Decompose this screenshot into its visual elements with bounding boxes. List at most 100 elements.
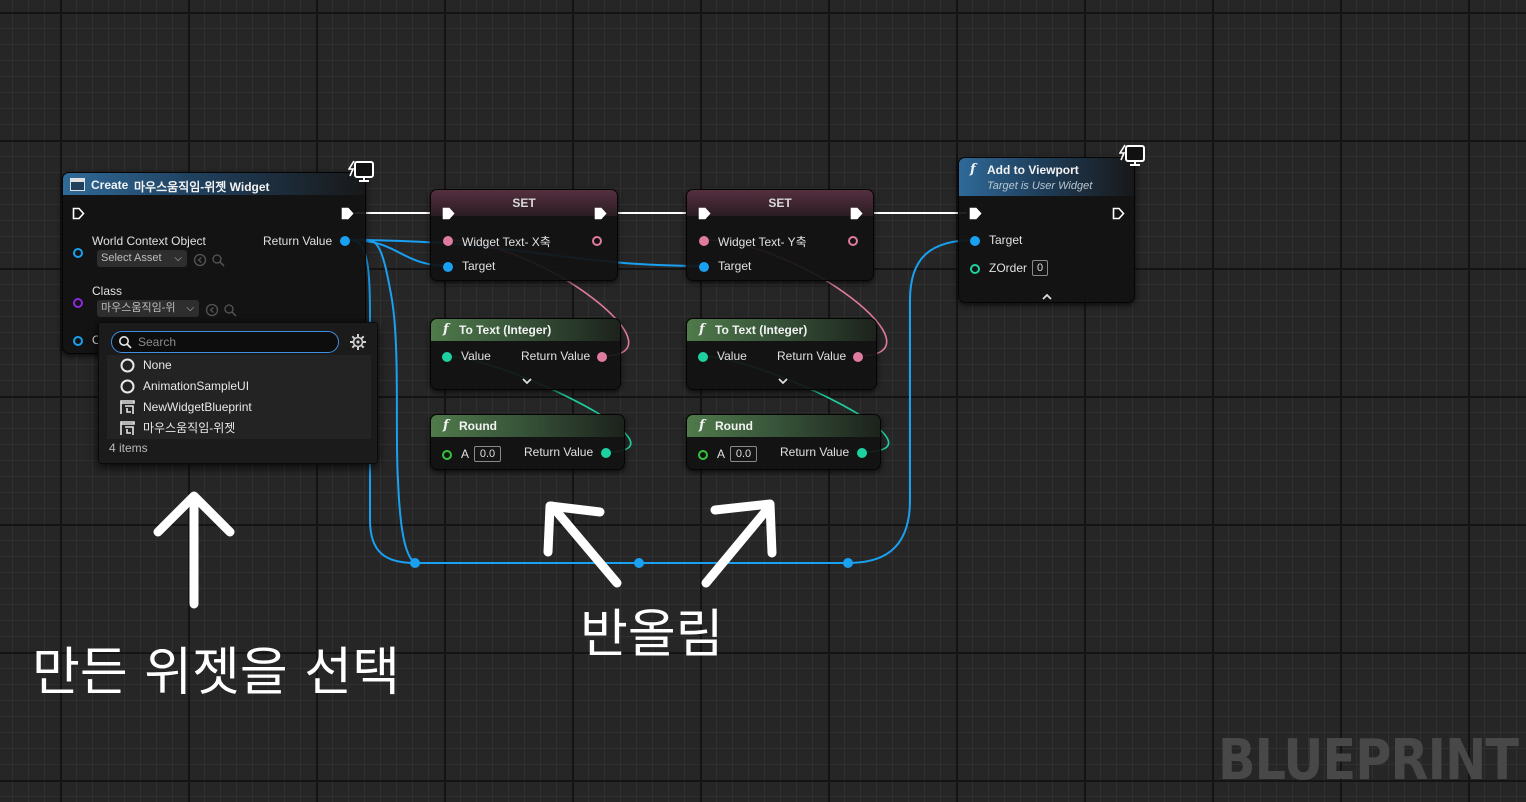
browse-arrow-icon[interactable] xyxy=(193,253,207,267)
a-label: A xyxy=(717,447,726,461)
exec-input-pin[interactable] xyxy=(969,207,982,220)
add-to-viewport-title: Add to Viewport xyxy=(987,163,1079,177)
to-text-title: To Text (Integer) xyxy=(715,323,808,337)
world-context-asset-picker[interactable]: Select Asset ⌵ xyxy=(97,250,187,267)
float-input-pin[interactable] xyxy=(698,450,708,460)
circle-icon xyxy=(120,358,135,373)
text-input-pin[interactable] xyxy=(443,236,453,246)
text-output-pin[interactable] xyxy=(848,236,858,246)
return-value-pin[interactable] xyxy=(340,236,350,246)
round-header[interactable]: f Round xyxy=(431,415,624,437)
a-value-field[interactable]: 0.0 xyxy=(474,446,501,462)
item-count: 4 items xyxy=(109,441,148,455)
collapse-chevron-icon[interactable] xyxy=(1041,289,1053,300)
set-title: SET xyxy=(768,196,792,210)
text-output-pin[interactable] xyxy=(853,352,863,362)
to-text-title: To Text (Integer) xyxy=(459,323,552,337)
target-label: Target xyxy=(462,259,496,273)
class-picker[interactable]: 마우스움직임-위 ⌵ xyxy=(97,300,199,317)
exec-input-pin[interactable] xyxy=(72,207,85,220)
search-box[interactable] xyxy=(111,331,339,353)
add-to-viewport-node[interactable]: f Add to Viewport Target is User Widget … xyxy=(958,157,1135,303)
round-node-x[interactable]: f Round A 0.0 Return Value xyxy=(430,414,625,470)
object-wire xyxy=(349,239,976,564)
set-node-header[interactable]: SET xyxy=(687,190,873,216)
list-item[interactable]: 마우스움직임-위젯 xyxy=(107,418,371,439)
class-value: 마우스움직임-위 xyxy=(101,302,176,314)
round-node-y[interactable]: f Round A 0.0 Return Value xyxy=(686,414,881,470)
list-item[interactable]: NewWidgetBlueprint xyxy=(107,397,371,418)
set-node-x[interactable]: SET Widget Text- X축 Target xyxy=(430,189,618,281)
a-label: A xyxy=(461,447,470,461)
list-item[interactable]: None xyxy=(107,355,371,376)
float-input-pin[interactable] xyxy=(442,450,452,460)
target-pin[interactable] xyxy=(970,236,980,246)
zorder-pin[interactable] xyxy=(970,264,980,274)
exec-output-pin[interactable] xyxy=(341,207,354,220)
to-text-header[interactable]: f To Text (Integer) xyxy=(687,319,876,341)
text-output-pin[interactable] xyxy=(592,236,602,246)
search-asset-icon[interactable] xyxy=(211,253,225,267)
server-client-icon xyxy=(348,159,376,185)
exec-input-pin[interactable] xyxy=(698,207,711,220)
function-icon: f xyxy=(443,418,449,433)
list-item-label: NewWidgetBlueprint xyxy=(143,400,252,414)
exec-output-pin[interactable] xyxy=(594,207,607,220)
to-text-integer-node-x[interactable]: f To Text (Integer) Value Return Value xyxy=(430,318,621,390)
text-input-pin[interactable] xyxy=(699,236,709,246)
function-icon: f xyxy=(970,162,976,177)
class-picker-dropdown[interactable]: None AnimationSampleUI NewWidgetBlueprin… xyxy=(98,322,378,464)
circle-icon xyxy=(120,379,135,394)
list-item[interactable]: AnimationSampleUI xyxy=(107,376,371,397)
return-value-label: Return Value xyxy=(263,234,333,248)
to-text-header[interactable]: f To Text (Integer) xyxy=(431,319,620,341)
to-text-integer-node-y[interactable]: f To Text (Integer) Value Return Value xyxy=(686,318,877,390)
target-pin[interactable] xyxy=(443,262,453,272)
list-item-label: None xyxy=(143,358,172,372)
object-wire xyxy=(349,238,416,564)
target-pin[interactable] xyxy=(699,262,709,272)
expand-chevron-icon[interactable] xyxy=(777,373,789,385)
set-node-y[interactable]: SET Widget Text- Y축 Target xyxy=(686,189,874,281)
browse-arrow-icon[interactable] xyxy=(205,303,219,317)
chevron-down-icon: ⌵ xyxy=(186,303,194,314)
set-variable-label: Widget Text- X축 xyxy=(462,235,551,249)
class-pin[interactable] xyxy=(73,298,83,308)
chevron-down-icon: ⌵ xyxy=(174,253,182,264)
zorder-value-field[interactable]: 0 xyxy=(1032,260,1048,276)
add-to-viewport-header[interactable]: f Add to Viewport Target is User Widget xyxy=(959,158,1134,196)
world-context-value: Select Asset xyxy=(101,252,162,264)
function-icon: f xyxy=(699,418,705,433)
widget-blueprint-icon xyxy=(120,421,135,436)
widget-blueprint-icon xyxy=(120,400,135,415)
create-widget-header[interactable]: Create 마우스움직임-위젯 Widget xyxy=(63,173,365,195)
set-variable-label: Widget Text- Y축 xyxy=(718,235,807,249)
int-input-pin[interactable] xyxy=(442,352,452,362)
reroute-knot xyxy=(410,558,420,568)
int-input-pin[interactable] xyxy=(698,352,708,362)
round-header[interactable]: f Round xyxy=(687,415,880,437)
gear-icon[interactable] xyxy=(349,333,367,351)
world-context-pin[interactable] xyxy=(73,248,83,258)
function-icon: f xyxy=(699,322,705,337)
expand-chevron-icon[interactable] xyxy=(521,373,533,385)
round-title: Round xyxy=(459,419,497,433)
exec-output-pin[interactable] xyxy=(850,207,863,220)
round-title: Round xyxy=(715,419,753,433)
a-value-field[interactable]: 0.0 xyxy=(730,446,757,462)
search-asset-icon[interactable] xyxy=(223,303,237,317)
exec-input-pin[interactable] xyxy=(442,207,455,220)
annotation-rounding: 반올림 xyxy=(580,605,724,665)
return-value-label: Return Value xyxy=(524,445,594,459)
owning-player-pin[interactable] xyxy=(73,336,83,346)
text-output-pin[interactable] xyxy=(597,352,607,362)
search-input[interactable] xyxy=(138,334,328,350)
list-item-label: 마우스움직임-위젯 xyxy=(143,421,236,435)
return-value-label: Return Value xyxy=(521,349,591,363)
exec-output-pin[interactable] xyxy=(1112,207,1125,220)
set-node-header[interactable]: SET xyxy=(431,190,617,216)
int-output-pin[interactable] xyxy=(857,448,867,458)
set-title: SET xyxy=(512,196,536,210)
return-value-label: Return Value xyxy=(780,445,850,459)
int-output-pin[interactable] xyxy=(601,448,611,458)
